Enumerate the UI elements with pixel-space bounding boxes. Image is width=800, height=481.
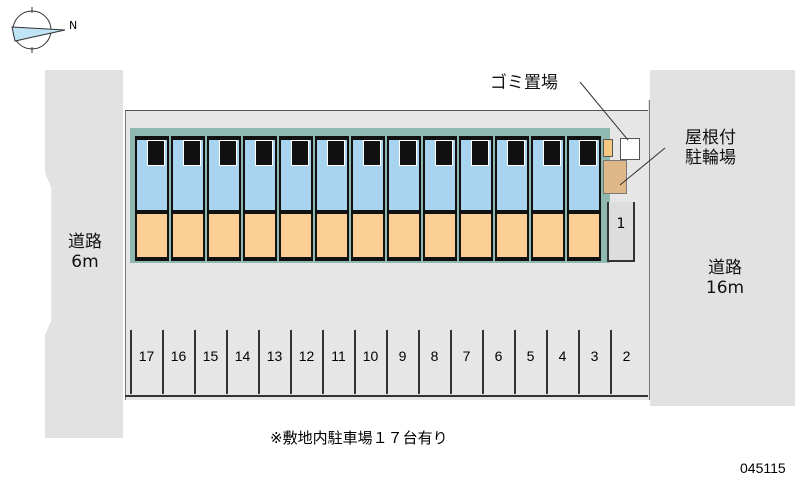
compass-icon bbox=[11, 7, 66, 53]
right-road bbox=[650, 70, 795, 406]
parking-space: 5 bbox=[514, 330, 545, 394]
parking-number: 3 bbox=[590, 348, 599, 364]
unit-room bbox=[389, 140, 419, 210]
garbage-area bbox=[620, 138, 640, 160]
bicycle-parking-label: 屋根付 駐輪場 bbox=[685, 128, 736, 168]
unit-balcony bbox=[173, 214, 203, 257]
right-road-label: 道路 16m bbox=[690, 258, 760, 298]
unit-balcony bbox=[281, 214, 311, 257]
parking-number: 10 bbox=[362, 348, 379, 364]
parking-space: 4 bbox=[546, 330, 577, 394]
parking-number: 12 bbox=[298, 348, 315, 364]
apartment-unit bbox=[387, 136, 421, 261]
apartment-unit bbox=[279, 136, 313, 261]
apartment-unit bbox=[351, 136, 385, 261]
apartment-unit bbox=[243, 136, 277, 261]
parking-space: 8 bbox=[418, 330, 449, 394]
apartment-unit bbox=[531, 136, 565, 261]
left-road bbox=[45, 70, 123, 438]
parking-number: 15 bbox=[202, 348, 219, 364]
parking-space: 6 bbox=[482, 330, 513, 394]
site-top-boundary bbox=[125, 100, 648, 111]
unit-balcony bbox=[317, 214, 347, 257]
parking-number: 16 bbox=[170, 348, 187, 364]
parking-number: 1 bbox=[616, 216, 626, 232]
unit-balcony bbox=[209, 214, 239, 257]
parking-note: ※敷地内駐車場１７台有り bbox=[270, 429, 448, 447]
parking-number: 6 bbox=[494, 348, 503, 364]
parking-number: 17 bbox=[138, 348, 155, 364]
parking-space: 14 bbox=[226, 330, 257, 394]
apartment-unit bbox=[315, 136, 349, 261]
apartment-unit bbox=[459, 136, 493, 261]
unit-balcony bbox=[245, 214, 275, 257]
left-road-label: 道路 6m bbox=[55, 232, 115, 272]
unit-balcony bbox=[425, 214, 455, 257]
compass: N bbox=[5, 5, 77, 53]
parking-number: 13 bbox=[266, 348, 283, 364]
parking-space: 2 bbox=[610, 330, 641, 394]
bike-label-line1: 屋根付 bbox=[685, 128, 736, 148]
apartment-unit bbox=[207, 136, 241, 261]
unit-room bbox=[497, 140, 527, 210]
unit-room bbox=[137, 140, 167, 210]
parking-space: 7 bbox=[450, 330, 481, 394]
parking-space: 3 bbox=[578, 330, 609, 394]
parking-number: 2 bbox=[622, 348, 631, 364]
apartment-building bbox=[130, 128, 610, 263]
unit-room bbox=[533, 140, 563, 210]
unit-room bbox=[461, 140, 491, 210]
parking-space: 16 bbox=[162, 330, 193, 394]
unit-room bbox=[317, 140, 347, 210]
apartment-unit bbox=[495, 136, 529, 261]
left-road-width: 6m bbox=[71, 252, 99, 272]
right-road-name: 道路 bbox=[708, 258, 742, 278]
apartment-unit bbox=[171, 136, 205, 261]
parking-row-bottom-line bbox=[125, 395, 648, 397]
unit-room bbox=[281, 140, 311, 210]
unit-balcony bbox=[461, 214, 491, 257]
parking-space: 9 bbox=[386, 330, 417, 394]
property-code: 045115 bbox=[740, 460, 786, 476]
parking-space-1: 1 bbox=[607, 202, 635, 262]
right-road-width: 16m bbox=[705, 278, 745, 298]
parking-number: 4 bbox=[558, 348, 567, 364]
parking-space: 13 bbox=[258, 330, 289, 394]
unit-balcony bbox=[389, 214, 419, 257]
compass-north-label: N bbox=[69, 19, 78, 32]
bicycle-parking bbox=[603, 160, 627, 194]
parking-space: 15 bbox=[194, 330, 225, 394]
parking-space: 10 bbox=[354, 330, 385, 394]
unit-balcony bbox=[533, 214, 563, 257]
parking-space: 17 bbox=[130, 330, 161, 394]
left-road-name: 道路 bbox=[68, 232, 102, 252]
unit-room bbox=[353, 140, 383, 210]
parking-number: 14 bbox=[234, 348, 251, 364]
garbage-label: ゴミ置場 bbox=[490, 73, 558, 93]
apartment-unit bbox=[423, 136, 457, 261]
unit-room bbox=[425, 140, 455, 210]
parking-number: 7 bbox=[462, 348, 471, 364]
parking-number: 5 bbox=[526, 348, 535, 364]
bike-label-line2: 駐輪場 bbox=[685, 148, 736, 168]
unit-room bbox=[209, 140, 239, 210]
storage-box bbox=[603, 139, 613, 157]
parking-space: 12 bbox=[290, 330, 321, 394]
unit-room bbox=[245, 140, 275, 210]
parking-space: 11 bbox=[322, 330, 353, 394]
unit-balcony bbox=[569, 214, 599, 257]
parking-number: 11 bbox=[331, 348, 346, 364]
parking-number: 8 bbox=[430, 348, 439, 364]
unit-balcony bbox=[353, 214, 383, 257]
unit-balcony bbox=[497, 214, 527, 257]
parking-number: 9 bbox=[398, 348, 407, 364]
apartment-unit bbox=[567, 136, 601, 261]
apartment-unit bbox=[135, 136, 169, 261]
unit-room bbox=[173, 140, 203, 210]
unit-room bbox=[569, 140, 599, 210]
unit-balcony bbox=[137, 214, 167, 257]
